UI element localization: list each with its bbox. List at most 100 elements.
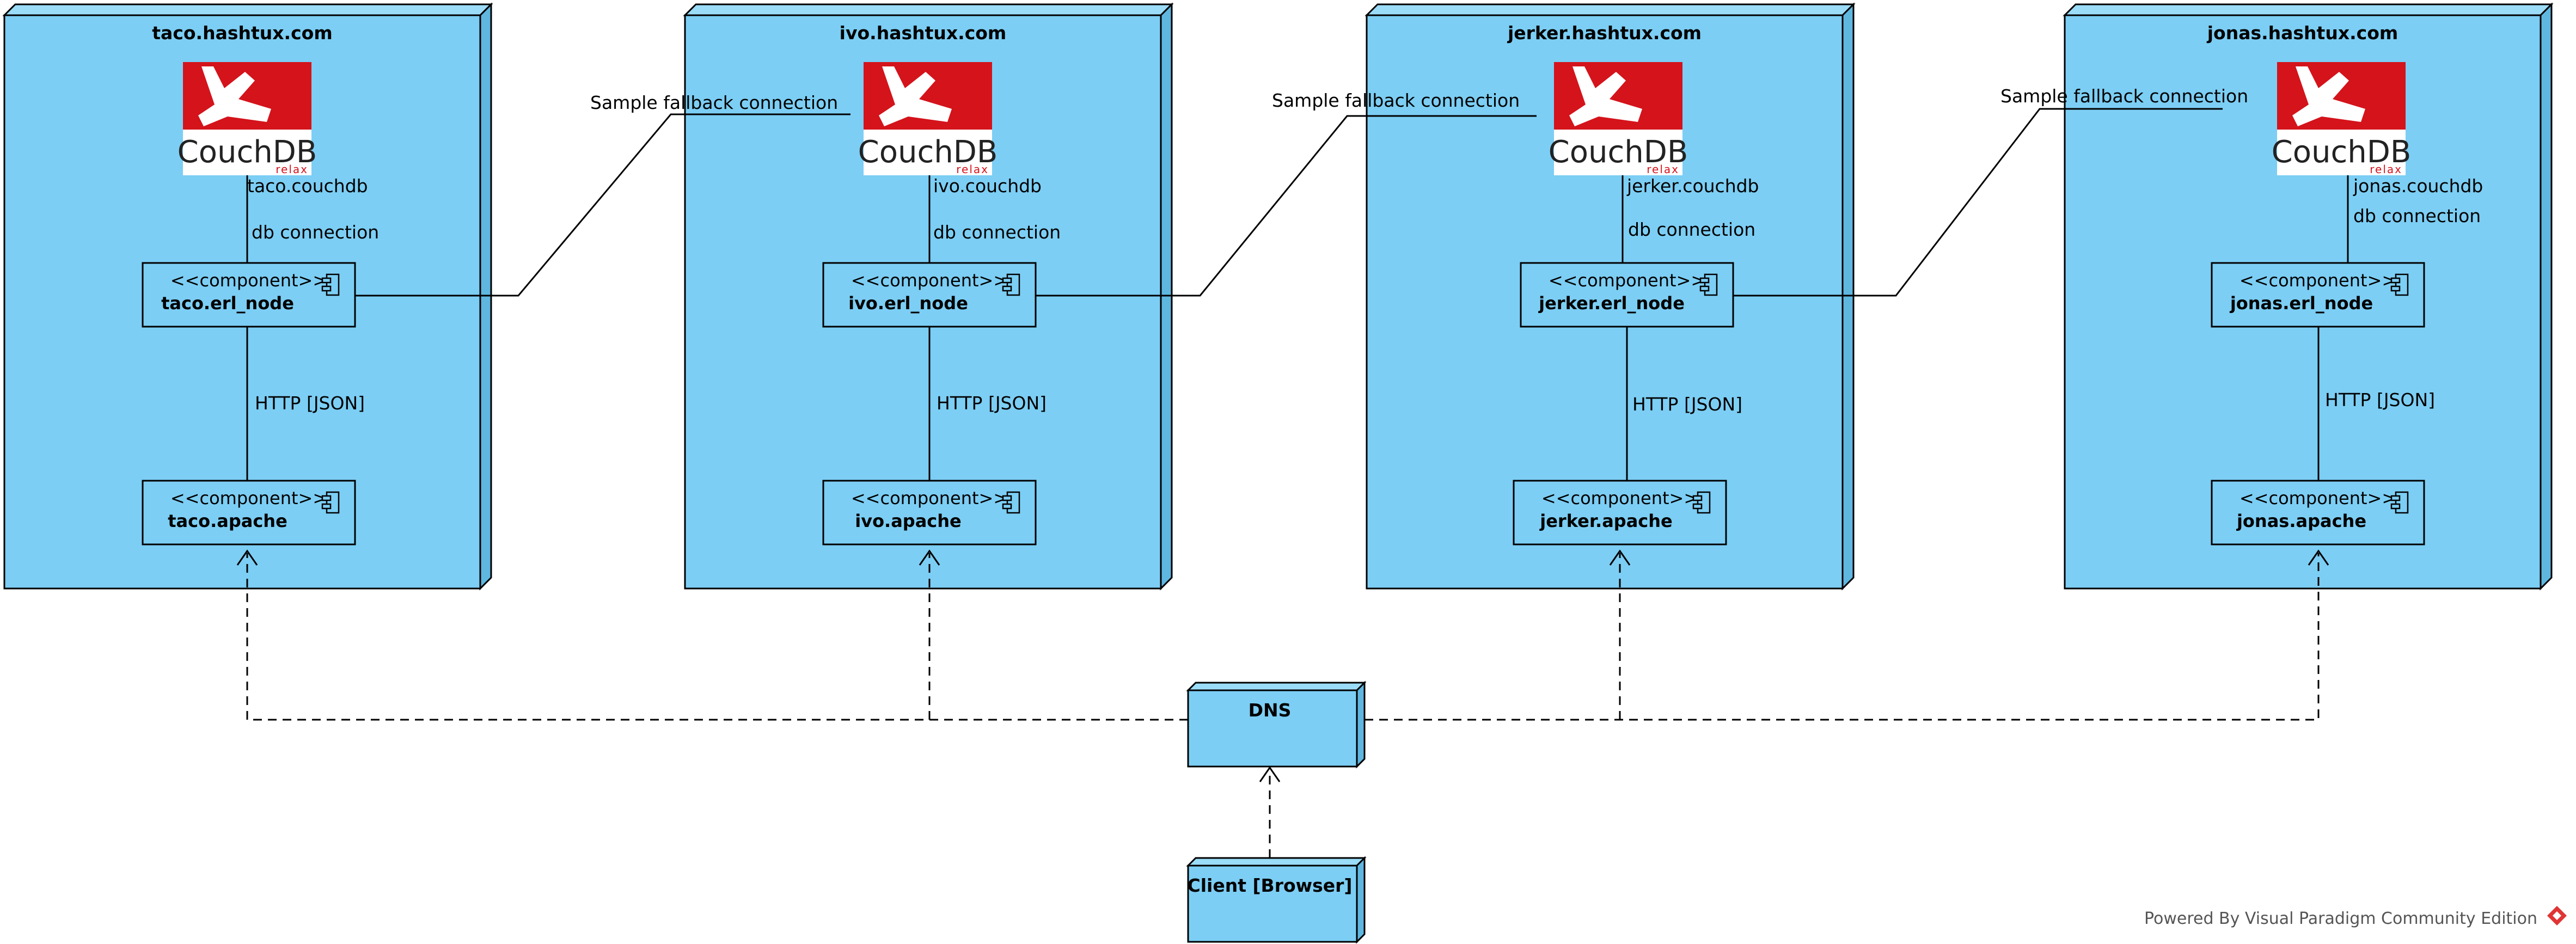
server-node-ivo[interactable]: ivo.hashtux.com CouchDB relax ivo.couchd… [683, 2, 1174, 591]
svg-text:CouchDB: CouchDB [1549, 134, 1688, 170]
component-stereotype: <<component>> [1549, 270, 1705, 291]
dns-node[interactable]: DNS [1186, 681, 1367, 769]
db-label: ivo.couchdb [933, 175, 1042, 197]
erl-node-component[interactable]: <<component>> ivo.erl_node [822, 262, 1037, 328]
apache-component[interactable]: <<component>> jonas.apache [2211, 480, 2425, 545]
svg-text:relax: relax [1647, 163, 1679, 176]
credit-text: Powered By Visual Paradigm Community Edi… [2144, 909, 2537, 928]
component-name: ivo.apache [855, 511, 962, 531]
component-name: taco.erl_node [161, 293, 294, 314]
fallback-label: Sample fallback connection [590, 92, 838, 113]
svg-text:relax: relax [276, 163, 308, 176]
node-front-face [1187, 865, 1358, 943]
arrow-head-dns [1259, 766, 1281, 782]
client-title: Client [Browser] [1187, 875, 1352, 896]
node-side-face [2540, 2, 2553, 591]
apache-component[interactable]: <<component>> taco.apache [142, 480, 356, 545]
http-label: HTTP [JSON] [255, 393, 365, 414]
component-icon [1002, 491, 1020, 514]
component-icon [1699, 273, 1718, 296]
server-node-jonas[interactable]: jonas.hashtux.com CouchDB relax jonas.co… [2063, 2, 2554, 591]
http-label: HTTP [JSON] [1632, 394, 1742, 415]
fallback-connection-taco-ivo[interactable]: Sample fallback connection [355, 92, 850, 297]
dependency-dns-jonas [1365, 553, 2320, 721]
fallback-connection-ivo-jerker[interactable]: Sample fallback connection [1036, 90, 1537, 297]
dependency-dns-taco [246, 553, 1188, 721]
node-top-face [683, 3, 1174, 16]
dns-title: DNS [1249, 700, 1292, 721]
node-side-face [1356, 681, 1366, 769]
svg-text:relax: relax [2370, 163, 2402, 176]
component-icon [2390, 491, 2409, 514]
arrow-head-taco [236, 549, 258, 566]
svg-text:relax: relax [956, 163, 989, 176]
couchdb-relax-figure-icon [2292, 66, 2365, 126]
node-top-face [2063, 3, 2554, 16]
svg-text:CouchDB: CouchDB [2272, 134, 2412, 170]
svg-text:CouchDB: CouchDB [178, 134, 317, 170]
http-label: HTTP [JSON] [2325, 389, 2435, 410]
erl-node-component[interactable]: <<component>> jonas.erl_node [2211, 262, 2425, 328]
db-label: jonas.couchdb [2353, 175, 2483, 197]
db-connection-label: db connection [252, 222, 379, 243]
http-label: HTTP [JSON] [937, 393, 1047, 414]
component-name: jonas.erl_node [2229, 293, 2373, 314]
server-title: jonas.hashtux.com [2206, 22, 2398, 44]
node-side-face [1356, 856, 1366, 944]
db-label: jerker.couchdb [1626, 175, 1759, 197]
arrow-head-jonas [2308, 549, 2329, 566]
component-icon [321, 273, 340, 296]
server-title: ivo.hashtux.com [840, 22, 1007, 44]
component-icon [2390, 273, 2409, 296]
couchdb-logo: CouchDB relax [858, 62, 998, 176]
couchdb-relax-figure-icon [198, 66, 271, 126]
component-name: jerker.apache [1539, 511, 1673, 531]
node-top-face [1186, 857, 1367, 867]
component-icon [1692, 491, 1711, 514]
server-title: jerker.hashtux.com [1507, 22, 1702, 44]
server-node-taco[interactable]: taco.hashtux.com CouchDB relax taco.couc… [2, 2, 493, 591]
component-stereotype: <<component>> [851, 488, 1008, 508]
couchdb-logo: CouchDB relax [178, 62, 317, 176]
fallback-connection-jerker-jonas[interactable]: Sample fallback connection [1733, 85, 2248, 297]
arrow-head-ivo [919, 549, 940, 566]
visual-paradigm-logo-icon [2547, 906, 2567, 925]
component-name: taco.apache [168, 511, 287, 531]
erl-node-component[interactable]: <<component>> taco.erl_node [142, 262, 356, 328]
component-stereotype: <<component>> [851, 270, 1008, 291]
arrow-head-jerker [1609, 549, 1631, 566]
couchdb-relax-figure-icon [1569, 66, 1642, 126]
node-top-face [1365, 3, 1856, 16]
server-node-jerker[interactable]: jerker.hashtux.com CouchDB relax jerker.… [1365, 2, 1856, 591]
db-connection-label: db connection [1628, 219, 1755, 240]
component-name: jonas.apache [2236, 511, 2366, 531]
footer-credit: Powered By Visual Paradigm Community Edi… [2144, 906, 2567, 928]
component-stereotype: <<component>> [2240, 488, 2396, 508]
fallback-label: Sample fallback connection [1272, 90, 1520, 111]
db-connection-label: db connection [2353, 205, 2481, 226]
component-stereotype: <<component>> [170, 270, 327, 291]
server-title: taco.hashtux.com [152, 22, 332, 44]
component-stereotype: <<component>> [2240, 270, 2396, 291]
node-front-face [1187, 689, 1358, 768]
couchdb-relax-figure-icon [879, 66, 952, 126]
apache-component[interactable]: <<component>> ivo.apache [822, 480, 1037, 545]
dns-dependencies [236, 549, 2329, 858]
component-name: ivo.erl_node [848, 293, 968, 314]
erl-node-component[interactable]: <<component>> jerker.erl_node [1520, 262, 1734, 328]
component-name: jerker.erl_node [1538, 293, 1685, 314]
fallback-label: Sample fallback connection [2000, 85, 2248, 107]
node-top-face [2, 3, 493, 16]
node-top-face [1186, 682, 1367, 691]
apache-component[interactable]: <<component>> jerker.apache [1513, 480, 1727, 545]
component-stereotype: <<component>> [170, 488, 327, 508]
component-icon [1002, 273, 1020, 296]
db-label: taco.couchdb [247, 175, 368, 197]
db-connection-label: db connection [933, 222, 1061, 243]
couchdb-logo: CouchDB relax [2272, 62, 2412, 176]
component-icon [321, 491, 340, 514]
client-node[interactable]: Client [Browser] [1186, 856, 1367, 944]
couchdb-logo: CouchDB relax [1549, 62, 1688, 176]
component-stereotype: <<component>> [1541, 488, 1698, 508]
